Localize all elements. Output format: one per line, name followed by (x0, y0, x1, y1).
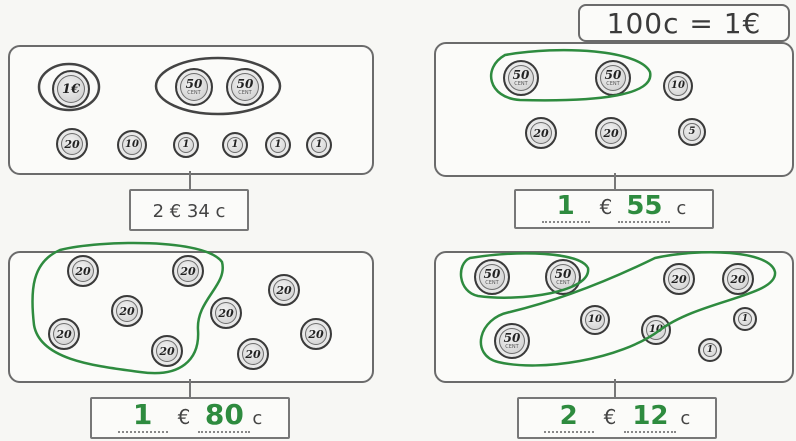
coin: 20 (722, 263, 754, 295)
coin: 20 (151, 335, 183, 367)
euro-sign: € (599, 195, 613, 219)
panel-3-euros-value: 1 (132, 398, 153, 431)
coin: 20 (48, 318, 80, 350)
panel-1-answer-box: 2 € 34 c (129, 189, 249, 231)
coin: 1€ (52, 70, 90, 108)
cent-sign: c (680, 408, 691, 429)
coin: 1 (306, 132, 332, 158)
coin: 20 (663, 263, 695, 295)
panel-4-cents-value: 12 (632, 401, 669, 431)
coin: 20 (210, 297, 242, 329)
coin: 1 (698, 338, 722, 362)
panel-2-euros-value: 1 (556, 191, 575, 221)
coin: 20 (172, 255, 204, 287)
panel-2-cents-value: 55 (626, 191, 663, 221)
coin: 10 (641, 315, 671, 345)
coin: 10 (117, 130, 147, 160)
coin: 20 (111, 295, 143, 327)
panel-3-cents-field[interactable]: 80 (198, 398, 251, 433)
panel-4-euros-value: 2 (559, 401, 578, 431)
coin: 1 (265, 132, 291, 158)
conversion-rate-box: 100c = 1€ (578, 4, 790, 42)
panel-2-euros-field[interactable]: 1 (541, 191, 590, 223)
cent-sign: c (676, 198, 687, 219)
coin: 5 (678, 118, 706, 146)
conversion-rate-text: 100c = 1€ (606, 6, 762, 40)
coin: 20 (300, 318, 332, 350)
coin: 1 (173, 132, 199, 158)
coin: 1 (222, 132, 248, 158)
coin: 20 (268, 274, 300, 306)
cent-sign: c (252, 408, 263, 429)
panel-2-connector (614, 173, 616, 189)
panel-3-answer-box[interactable]: 1 € 80 c (90, 397, 290, 439)
coin: 20 (237, 338, 269, 370)
euro-sign: € (177, 405, 191, 429)
coin: 20 (525, 117, 557, 149)
coin: 20 (56, 128, 88, 160)
panel-4-answer-box[interactable]: 2 € 12 c (517, 397, 717, 439)
panel-1-answer-text: 2 € 34 c (152, 201, 226, 222)
coin: 10 (580, 305, 610, 335)
panel-3-cents-value: 80 (204, 398, 244, 431)
coin: 1 (733, 307, 757, 331)
panel-2-cents-field[interactable]: 55 (618, 191, 671, 223)
panel-3-connector (189, 379, 191, 397)
panel-1-connector (189, 171, 191, 189)
coin: 20 (595, 117, 627, 149)
panel-4-cents-field[interactable]: 12 (624, 401, 677, 433)
panel-3-euros-field[interactable]: 1 (117, 398, 168, 433)
coin: 20 (67, 255, 99, 287)
panel-4-euros-field[interactable]: 2 (543, 401, 594, 433)
coin: 10 (663, 71, 693, 101)
panel-2-answer-box[interactable]: 1 € 55 c (514, 189, 714, 229)
euro-sign: € (603, 405, 617, 429)
panel-4-connector (614, 379, 616, 397)
